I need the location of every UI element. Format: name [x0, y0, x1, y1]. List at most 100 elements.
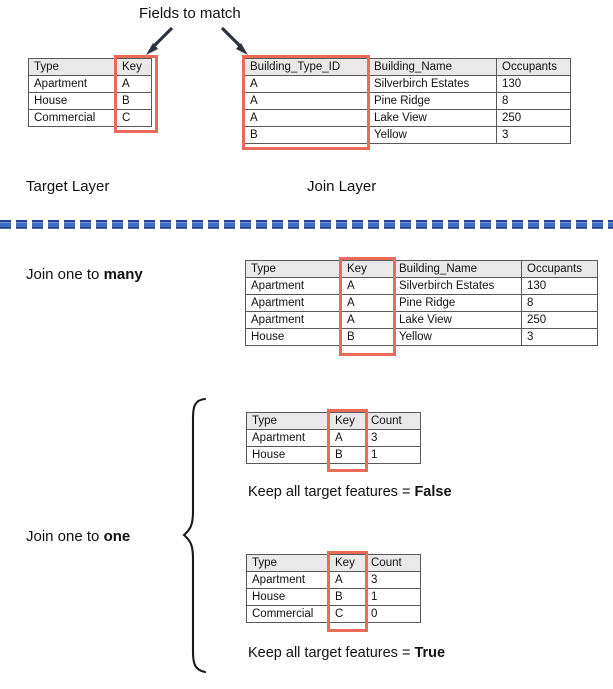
target-layer-caption: Target Layer [26, 178, 110, 195]
keep-all-false-value: False [414, 484, 452, 500]
column-header: Key [329, 412, 366, 430]
cell: B [329, 446, 366, 464]
column-header: Building_Name [368, 58, 497, 76]
arrow-to-join-key-icon [220, 26, 248, 55]
column-header: Key [116, 58, 152, 76]
column-header: Occupants [521, 260, 598, 278]
cell: A [341, 277, 394, 295]
target-layer-table: Type Key Apartment A House B Commercial … [28, 58, 152, 127]
table-header-row: Building_Type_ID Building_Name Occupants [244, 58, 571, 76]
join-layer-table-wrap: Building_Type_ID Building_Name Occupants… [244, 58, 571, 144]
section-divider [0, 220, 613, 229]
column-header: Type [245, 260, 342, 278]
column-header: Count [365, 412, 421, 430]
cell: Commercial [28, 109, 117, 127]
table-row: House B 1 [246, 446, 421, 464]
table-row: A Silverbirch Estates 130 [244, 75, 571, 93]
join-one-to-one-prefix: Join one to [26, 528, 104, 545]
cell: C [116, 109, 152, 127]
cell: Commercial [246, 605, 330, 623]
one-to-many-result-table: Type Key Building_Name Occupants Apartme… [245, 260, 598, 346]
keep-all-false-label: Keep all target features = False [248, 484, 452, 501]
one-to-one-true-table-wrap: Type Key Count Apartment A 3 House B 1 C… [246, 554, 421, 623]
cell: Yellow [393, 328, 522, 346]
cell: 1 [365, 588, 421, 606]
cell: 3 [521, 328, 598, 346]
cell: A [341, 311, 394, 329]
cell: House [28, 92, 117, 110]
fields-to-match-arrows [146, 26, 248, 55]
cell: 3 [496, 126, 571, 144]
cell: A [244, 92, 369, 110]
column-header: Count [365, 554, 421, 572]
table-row: B Yellow 3 [244, 126, 571, 144]
column-header: Type [28, 58, 117, 76]
keep-all-true-prefix: Keep all target features = [248, 645, 415, 661]
table-row: House B [28, 92, 152, 110]
cell: Apartment [28, 75, 117, 93]
column-header: Key [341, 260, 394, 278]
cell: Lake View [368, 109, 497, 127]
table-header-row: Type Key Count [246, 554, 421, 572]
join-one-to-one-label: Join one to one [26, 528, 130, 546]
join-layer-caption: Join Layer [307, 178, 377, 195]
table-header-row: Type Key Count [246, 412, 421, 430]
cell: A [329, 429, 366, 447]
column-header: Occupants [496, 58, 571, 76]
one-to-one-false-table: Type Key Count Apartment A 3 House B 1 [246, 412, 421, 464]
arrow-to-target-key-icon [146, 26, 174, 55]
cell: House [245, 328, 342, 346]
cell: C [329, 605, 366, 623]
cell: House [246, 588, 330, 606]
table-row: Apartment A 3 [246, 429, 421, 447]
table-row: Commercial C [28, 109, 152, 127]
table-header-row: Type Key [28, 58, 152, 76]
table-row: Apartment A [28, 75, 152, 93]
one-to-many-result-table-wrap: Type Key Building_Name Occupants Apartme… [245, 260, 598, 346]
column-header: Type [246, 412, 330, 430]
cell: Silverbirch Estates [368, 75, 497, 93]
join-one-to-one-emphasis: one [103, 528, 131, 545]
target-layer-table-wrap: Type Key Apartment A House B Commercial … [28, 58, 152, 127]
cell: A [341, 294, 394, 312]
cell: B [341, 328, 394, 346]
column-header: Key [329, 554, 366, 572]
cell: Apartment [245, 311, 342, 329]
column-header: Type [246, 554, 330, 572]
cell: A [116, 75, 152, 93]
table-row: Apartment A Silverbirch Estates 130 [245, 277, 598, 295]
table-row: Apartment A 3 [246, 571, 421, 589]
one-to-one-true-table: Type Key Count Apartment A 3 House B 1 C… [246, 554, 421, 623]
cell: B [116, 92, 152, 110]
cell: Apartment [246, 571, 330, 589]
table-row: House B 1 [246, 588, 421, 606]
one-to-one-false-table-wrap: Type Key Count Apartment A 3 House B 1 [246, 412, 421, 464]
table-row: Apartment A Lake View 250 [245, 311, 598, 329]
fields-to-match-label: Fields to match [139, 5, 241, 22]
table-row: Apartment A Pine Ridge 8 [245, 294, 598, 312]
cell: 3 [365, 429, 421, 447]
cell: 130 [521, 277, 598, 295]
cell: 0 [365, 605, 421, 623]
cell: 3 [365, 571, 421, 589]
table-header-row: Type Key Building_Name Occupants [245, 260, 598, 278]
table-row: House B Yellow 3 [245, 328, 598, 346]
cell: Yellow [368, 126, 497, 144]
cell: A [329, 571, 366, 589]
column-header: Building_Type_ID [244, 58, 369, 76]
cell: 250 [496, 109, 571, 127]
join-one-to-many-emphasis: many [103, 266, 143, 283]
cell: Lake View [393, 311, 522, 329]
cell: 130 [496, 75, 571, 93]
table-row: A Pine Ridge 8 [244, 92, 571, 110]
cell: 250 [521, 311, 598, 329]
cell: House [246, 446, 330, 464]
cell: 1 [365, 446, 421, 464]
cell: Apartment [246, 429, 330, 447]
cell: B [244, 126, 369, 144]
join-layer-table: Building_Type_ID Building_Name Occupants… [244, 58, 571, 144]
keep-all-false-prefix: Keep all target features = [248, 484, 415, 500]
column-header: Building_Name [393, 260, 522, 278]
cell: Apartment [245, 277, 342, 295]
keep-all-true-value: True [414, 645, 446, 661]
